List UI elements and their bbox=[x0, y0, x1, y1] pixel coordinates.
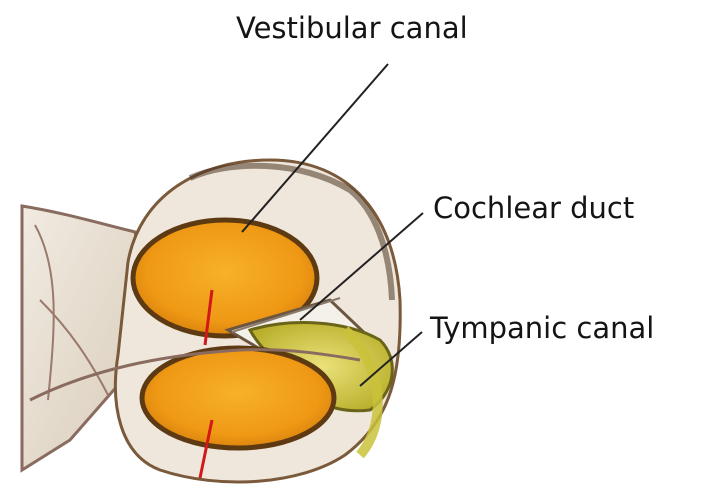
vestibular-canal-label: Vestibular canal bbox=[236, 14, 468, 43]
tympanic-canal-label: Tympanic canal bbox=[430, 314, 654, 343]
tympanic-canal-shape bbox=[142, 348, 334, 448]
cochlear-duct-label: Cochlear duct bbox=[433, 194, 634, 223]
